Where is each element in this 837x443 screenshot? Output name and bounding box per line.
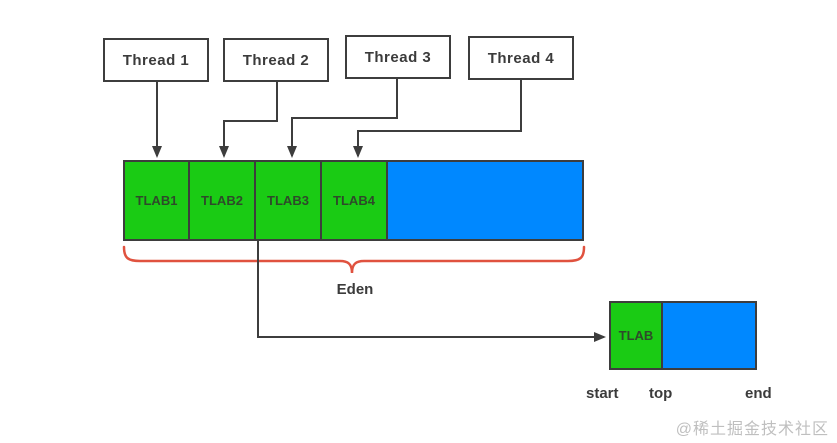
thread3-arrow [287, 79, 398, 158]
tlab1-label: TLAB1 [135, 193, 178, 208]
eden-label: Eden [336, 281, 374, 298]
tlab-detail-used-part: TLAB [611, 303, 663, 368]
tlab4-segment: TLAB4 [322, 162, 388, 239]
thread-1-label: Thread 1 [122, 51, 190, 69]
top-pointer-label: top [649, 385, 673, 402]
eden-free-space [388, 162, 582, 239]
thread-4-box: Thread 4 [468, 36, 574, 80]
tlab-detail-free-part [663, 303, 755, 368]
end-pointer-label: end [745, 385, 772, 402]
watermark: @稀土掘金技术社区 [675, 421, 829, 438]
thread-3-box: Thread 3 [345, 35, 451, 79]
start-pointer-label: start [586, 385, 619, 402]
thread2-arrow [219, 82, 278, 158]
thread-2-box: Thread 2 [223, 38, 329, 82]
tlab2-segment: TLAB2 [190, 162, 256, 239]
thread-2-label: Thread 2 [242, 51, 310, 69]
tlab1-segment: TLAB1 [125, 162, 190, 239]
tlab-detail-box: TLAB [609, 301, 757, 370]
tlab-detail-label: TLAB [618, 328, 654, 343]
thread-3-label: Thread 3 [364, 48, 432, 66]
thread-1-box: Thread 1 [103, 38, 209, 82]
tlab-zoom-pointer [257, 241, 606, 342]
tlab2-label: TLAB2 [201, 193, 243, 208]
tlab3-segment: TLAB3 [256, 162, 322, 239]
eden-bar: TLAB1 TLAB2 TLAB3 TLAB4 [123, 160, 584, 241]
tlab3-label: TLAB3 [267, 193, 309, 208]
eden-brace [122, 245, 586, 274]
tlab4-label: TLAB4 [333, 193, 375, 208]
thread4-arrow [353, 80, 522, 158]
thread-4-label: Thread 4 [487, 49, 555, 67]
